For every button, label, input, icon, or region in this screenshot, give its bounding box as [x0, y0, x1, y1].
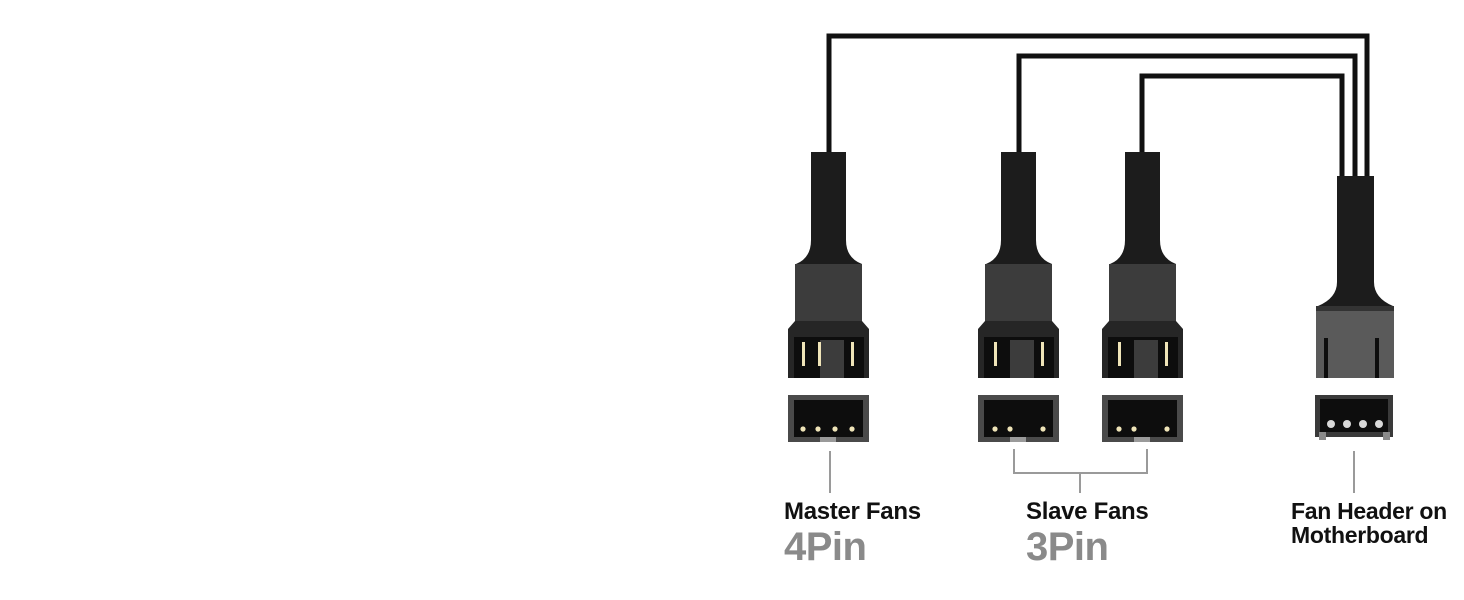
pin-dot [832, 426, 838, 432]
master-fan-connector [788, 152, 869, 442]
header-pin [1359, 420, 1367, 428]
motherboard-header-connector [1315, 176, 1394, 440]
connector-housing-top [795, 264, 862, 321]
connector-housing-base [1316, 306, 1394, 311]
slave-fan-connector-2 [1102, 152, 1183, 442]
header-pin [1327, 420, 1335, 428]
key-ridge [820, 340, 844, 378]
cable-sleeve [796, 152, 862, 264]
header-foot [1383, 432, 1390, 440]
fan-header-name-line1: Fan Header on [1291, 498, 1447, 524]
socket-key [1010, 437, 1026, 442]
pin-contact [1041, 342, 1044, 366]
fan-header-label: Fan Header on Motherboard [1291, 499, 1447, 547]
header-foot [1319, 432, 1326, 440]
pin-dot [992, 426, 998, 432]
pin-dot [849, 426, 855, 432]
slave-fans-pin-count: 3Pin [1026, 525, 1109, 569]
cable-sleeve [1110, 152, 1176, 264]
cable-slave-1 [1016, 53, 1358, 176]
pin-dot [800, 426, 806, 432]
slave-bracket [1013, 449, 1148, 493]
pin-slot [1324, 338, 1328, 378]
header-pin [1375, 420, 1383, 428]
leader-lines [829, 449, 1355, 493]
cable-master [826, 33, 1370, 176]
connector-housing [1316, 311, 1394, 378]
connector-housing-top [1109, 264, 1176, 321]
cable-sleeve [986, 152, 1052, 264]
fan-header-name-line2: Motherboard [1291, 522, 1429, 548]
pin-dot [1040, 426, 1046, 432]
pin-contact [1165, 342, 1168, 366]
pin-dot [1164, 426, 1170, 432]
master-fans-pin-count: 4Pin [784, 525, 867, 569]
master-fans-label: Master Fans 4Pin [784, 498, 921, 570]
master-fans-name: Master Fans [784, 498, 921, 525]
cable-sleeve [1318, 176, 1393, 306]
connector-housing-top [985, 264, 1052, 321]
pin-dot [1116, 426, 1122, 432]
pin-contact [818, 342, 821, 366]
pin-dot [1007, 426, 1013, 432]
pin-contact [851, 342, 854, 366]
header-pin [1343, 420, 1351, 428]
slave-fans-name: Slave Fans [1026, 498, 1149, 525]
pin-dot [1131, 426, 1137, 432]
pin-slot [1375, 338, 1379, 378]
pin-contact [802, 342, 805, 366]
socket-key [1134, 437, 1150, 442]
pin-contact [1118, 342, 1121, 366]
pin-contact [994, 342, 997, 366]
slave-fan-connector-1 [978, 152, 1059, 442]
cable-slave-2 [1139, 73, 1345, 176]
socket-key [820, 437, 836, 442]
key-ridge [1134, 340, 1158, 378]
splitter-cables [826, 33, 1370, 176]
key-ridge [1010, 340, 1034, 378]
pin-dot [815, 426, 821, 432]
slave-fans-label: Slave Fans 3Pin [1026, 498, 1149, 570]
